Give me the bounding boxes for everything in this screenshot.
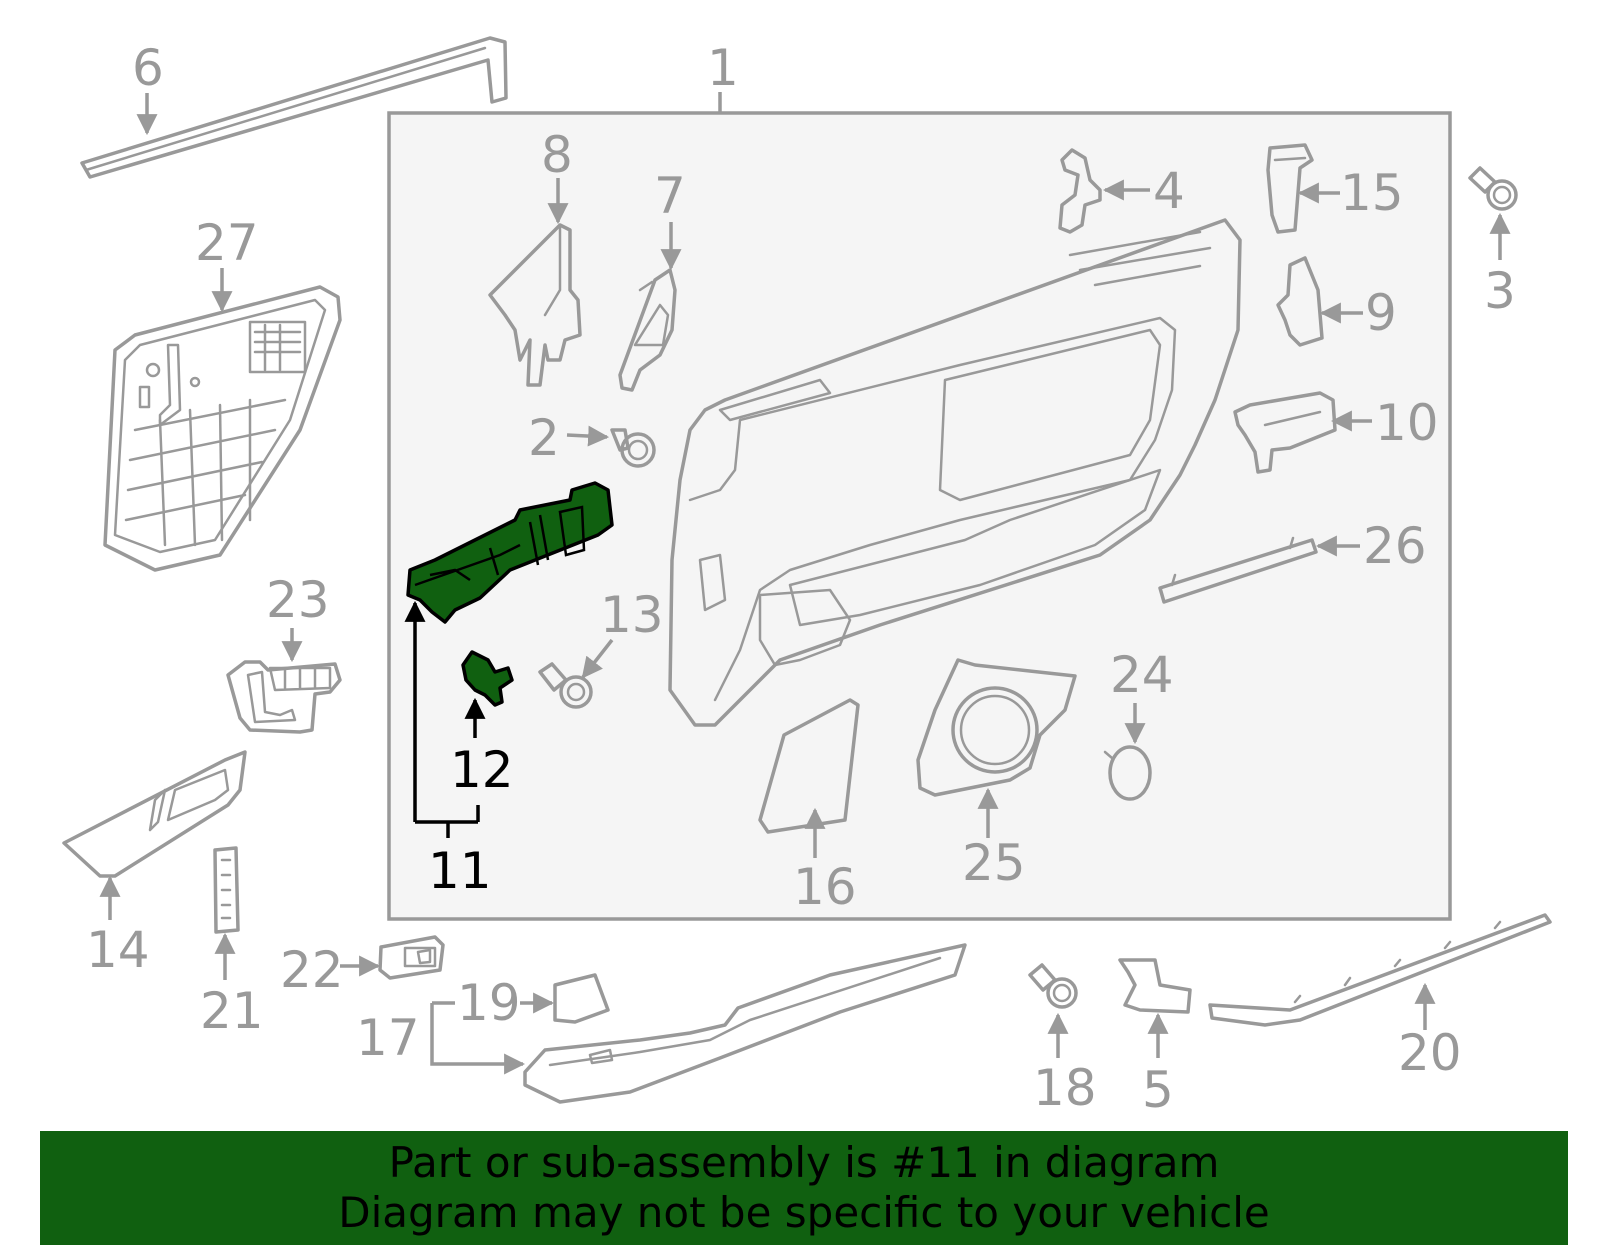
info-banner: Part or sub-assembly is #11 in diagram D… xyxy=(40,1131,1568,1245)
part-18-screw[interactable] xyxy=(1028,963,1078,1058)
label-15: 15 xyxy=(1340,164,1404,222)
label-23: 23 xyxy=(266,571,330,629)
part-15-plug[interactable] xyxy=(1266,143,1340,234)
part-19-clip[interactable] xyxy=(520,973,610,1024)
part-5-bracket[interactable] xyxy=(1118,958,1192,1058)
part-20-lower-molding[interactable] xyxy=(1208,913,1552,1030)
label-12: 12 xyxy=(450,741,514,799)
label-16: 16 xyxy=(793,858,857,916)
part-24-grommet[interactable] xyxy=(1103,703,1152,801)
label-22: 22 xyxy=(280,941,344,999)
part-12-switch[interactable] xyxy=(461,650,514,738)
label-7: 7 xyxy=(654,167,686,225)
part-16-panel-insert[interactable] xyxy=(758,698,860,858)
label-13: 13 xyxy=(600,586,664,644)
label-4: 4 xyxy=(1153,162,1185,220)
part-8-trim-piece[interactable] xyxy=(488,178,582,387)
part-25-speaker-grille[interactable] xyxy=(916,658,1077,838)
label-21: 21 xyxy=(200,982,264,1040)
label-14: 14 xyxy=(86,921,150,979)
callout-11-bracket xyxy=(404,600,480,838)
part-14-armrest-cover[interactable] xyxy=(62,750,247,920)
part-23-seat-switch[interactable] xyxy=(226,628,342,734)
label-27: 27 xyxy=(195,214,259,272)
label-20: 20 xyxy=(1398,1024,1462,1082)
label-1: 1 xyxy=(707,39,739,97)
label-8: 8 xyxy=(541,126,573,184)
part-9-clip[interactable] xyxy=(1276,256,1363,347)
part-2-clip[interactable] xyxy=(566,425,656,468)
label-11: 11 xyxy=(428,842,492,900)
label-19: 19 xyxy=(457,974,521,1032)
label-18: 18 xyxy=(1033,1059,1097,1117)
label-24: 24 xyxy=(1110,646,1174,704)
part-22-switch[interactable] xyxy=(340,935,445,980)
part-11-switch-bezel[interactable] xyxy=(406,481,614,624)
label-2: 2 xyxy=(528,409,560,467)
part-26-strip[interactable] xyxy=(1158,535,1360,604)
part-1-door-panel[interactable] xyxy=(668,218,1242,727)
label-10: 10 xyxy=(1375,394,1439,452)
label-9: 9 xyxy=(1365,284,1397,342)
part-10-pull-handle[interactable] xyxy=(1233,391,1372,474)
part-21-switch-bracket[interactable] xyxy=(213,846,240,980)
banner-line-1: Part or sub-assembly is #11 in diagram xyxy=(388,1138,1220,1187)
part-27-door-module[interactable] xyxy=(103,268,342,572)
label-25: 25 xyxy=(962,834,1026,892)
banner-line-2: Diagram may not be specific to your vehi… xyxy=(338,1188,1270,1237)
part-17-lower-trim[interactable] xyxy=(430,943,967,1104)
part-4-bracket[interactable] xyxy=(1058,148,1150,234)
label-26: 26 xyxy=(1363,517,1427,575)
label-3: 3 xyxy=(1484,262,1516,320)
label-5: 5 xyxy=(1142,1061,1174,1119)
label-17: 17 xyxy=(356,1009,420,1067)
part-13-screw[interactable] xyxy=(538,638,614,709)
label-6: 6 xyxy=(132,39,164,97)
part-3-screw[interactable] xyxy=(1468,166,1518,260)
part-7-tweeter-cover[interactable] xyxy=(618,222,682,392)
part-6-belt-molding[interactable] xyxy=(80,36,508,179)
